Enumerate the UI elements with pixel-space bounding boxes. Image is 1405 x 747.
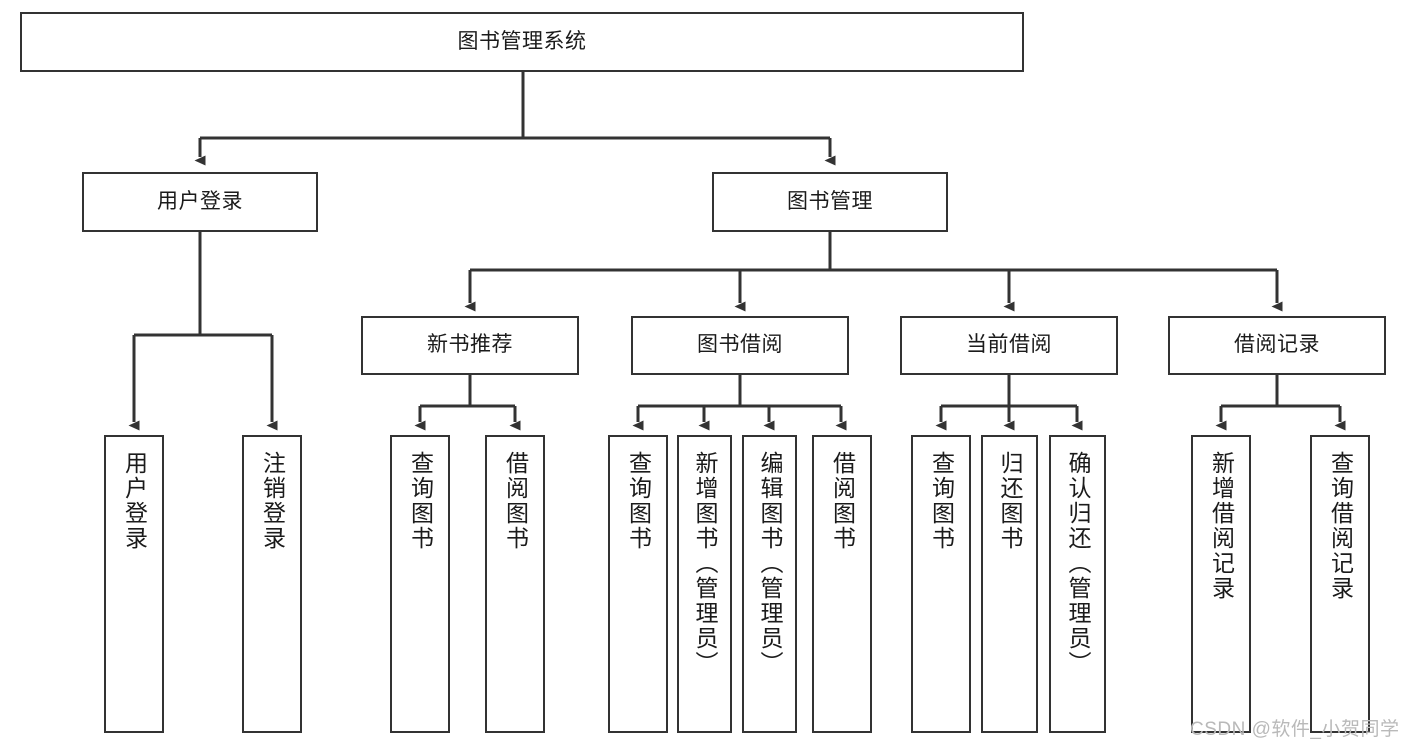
leaf-query-book-recommend[interactable]: 查询图书	[390, 435, 450, 733]
node-current-borrow[interactable]: 当前借阅	[900, 316, 1118, 375]
node-label: 编辑图书（管理员）	[757, 451, 783, 676]
node-label: 图书管理	[787, 189, 873, 213]
leaf-logout[interactable]: 注销登录	[242, 435, 302, 733]
leaf-borrow-book[interactable]: 借阅图书	[812, 435, 872, 733]
leaf-add-borrow-record[interactable]: 新增借阅记录	[1191, 435, 1251, 733]
node-label: 新增借阅记录	[1208, 451, 1235, 601]
node-label: 查询图书	[928, 451, 955, 551]
leaf-user-login[interactable]: 用户登录	[104, 435, 164, 733]
leaf-return-book[interactable]: 归还图书	[981, 435, 1038, 733]
leaf-query-borrow-record[interactable]: 查询借阅记录	[1310, 435, 1370, 733]
node-label: 查询图书	[625, 451, 652, 551]
node-user-login-group[interactable]: 用户登录	[82, 172, 318, 232]
node-new-book-recommend[interactable]: 新书推荐	[361, 316, 579, 375]
node-label: 归还图书	[997, 451, 1023, 551]
node-borrow-records[interactable]: 借阅记录	[1168, 316, 1386, 375]
leaf-add-book-admin[interactable]: 新增图书（管理员）	[677, 435, 732, 733]
leaf-borrow-book-recommend[interactable]: 借阅图书	[485, 435, 545, 733]
node-label: 用户登录	[121, 451, 148, 551]
node-label: 图书借阅	[697, 333, 783, 357]
node-label: 确认归还（管理员）	[1065, 451, 1091, 676]
node-label: 查询借阅记录	[1327, 451, 1354, 601]
node-book-management-group[interactable]: 图书管理	[712, 172, 948, 232]
leaf-confirm-return-admin[interactable]: 确认归还（管理员）	[1049, 435, 1106, 733]
node-label: 借阅图书	[829, 451, 856, 551]
node-label: 用户登录	[157, 189, 243, 213]
node-label: 借阅记录	[1234, 333, 1320, 357]
node-book-borrow[interactable]: 图书借阅	[631, 316, 849, 375]
node-label: 新书推荐	[427, 333, 513, 357]
leaf-query-book-borrow[interactable]: 查询图书	[608, 435, 668, 733]
node-label: 注销登录	[259, 451, 286, 551]
node-label: 借阅图书	[502, 451, 529, 551]
node-label: 当前借阅	[966, 333, 1052, 357]
node-root-system[interactable]: 图书管理系统	[20, 12, 1024, 72]
node-label: 新增图书（管理员）	[692, 451, 718, 676]
leaf-query-book-current[interactable]: 查询图书	[911, 435, 971, 733]
node-label: 查询图书	[407, 451, 434, 551]
leaf-edit-book-admin[interactable]: 编辑图书（管理员）	[742, 435, 797, 733]
node-label: 图书管理系统	[457, 29, 587, 53]
